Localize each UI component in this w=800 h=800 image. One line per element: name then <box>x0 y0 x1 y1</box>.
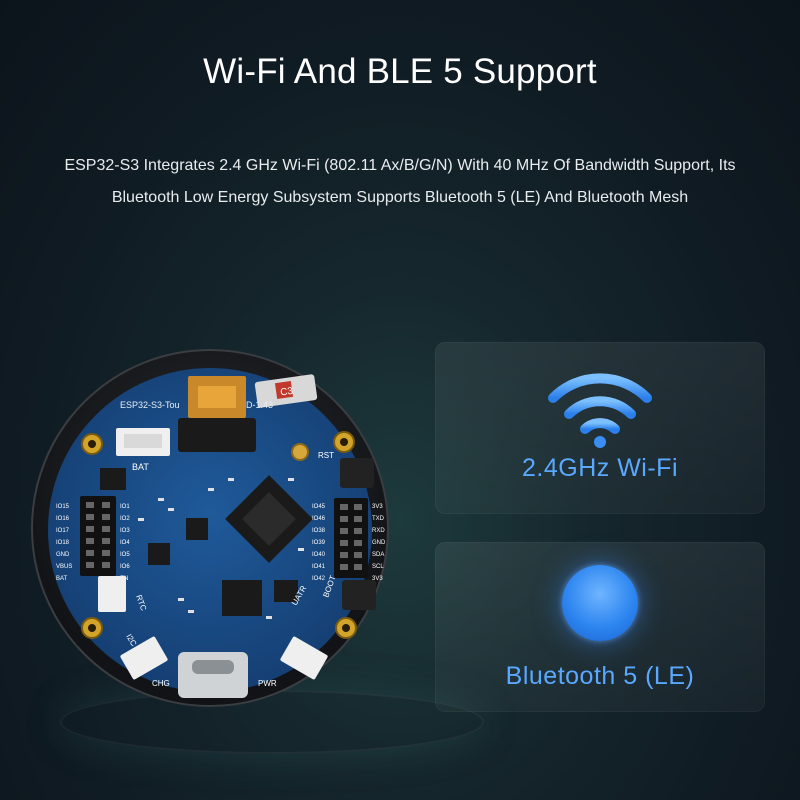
ic-chip <box>186 518 208 540</box>
uart-connector <box>280 636 328 680</box>
right-pin-label: IO39 <box>312 540 326 546</box>
ic-chip <box>100 468 126 490</box>
board-name-suffix: D-1.43 <box>246 400 273 410</box>
right-pin-label: IO42 <box>312 576 326 582</box>
description-line-1: ESP32-S3 Integrates 2.4 GHz Wi-Fi (802.1… <box>64 157 736 174</box>
left-pin-label: IO3 <box>120 528 130 534</box>
wifi-icon <box>548 373 652 448</box>
page-description: ESP32-S3 Integrates 2.4 GHz Wi-Fi (802.1… <box>40 150 760 214</box>
left-pin-label: IO15 <box>56 504 70 510</box>
bluetooth-label: Bluetooth 5 (LE) <box>505 662 695 690</box>
ic-chip <box>148 543 170 565</box>
rst-label: RST <box>318 451 334 460</box>
right-pin-label: IO46 <box>312 516 326 522</box>
bluetooth-orb-icon <box>562 565 638 641</box>
antenna-connector <box>291 443 309 461</box>
right-pin-label: IO41 <box>312 564 326 570</box>
wifi-feature-card: 2.4GHz Wi-Fi <box>435 342 765 514</box>
right-pin-label: IO45 <box>312 504 326 510</box>
right-pin-label: IO38 <box>312 528 326 534</box>
left-pin-label: IO6 <box>120 564 130 570</box>
right-pin-header <box>334 498 368 578</box>
right-pin-label: 3V3 <box>372 504 383 510</box>
right-pin-label: 3V3 <box>372 576 383 582</box>
left-pin-header <box>80 496 116 576</box>
left-pin-label: IO18 <box>56 540 70 546</box>
left-pin-label: IO2 <box>120 516 130 522</box>
right-pin-label: GND <box>372 540 386 546</box>
left-pin-label: VBUS <box>56 564 72 570</box>
wifi-label: 2.4GHz Wi-Fi <box>522 454 678 482</box>
page-title: Wi-Fi And BLE 5 Support <box>203 52 597 91</box>
right-pin-label: SCL <box>372 564 384 570</box>
ic-chip <box>222 580 262 616</box>
right-pin-label: IO40 <box>312 552 326 558</box>
left-pin-label: IO17 <box>56 528 70 534</box>
ic-chip <box>274 580 298 602</box>
usb-c-port <box>178 652 248 698</box>
esp32-board-illustration: C3 ESP32-S3-Tou D-1.43 BAT RST IO15 IO16… <box>31 349 389 707</box>
right-pin-label: RXD <box>372 528 385 534</box>
left-pin-label: IO4 <box>120 540 130 546</box>
right-pin-label: SDA <box>372 552 384 558</box>
sd-label: C3 <box>280 386 295 399</box>
left-pin-label: BAT <box>56 576 68 582</box>
left-pin-label: IO1 <box>120 504 130 510</box>
boot-button <box>342 580 376 610</box>
i2c-connector <box>120 636 168 680</box>
chg-label: CHG <box>152 679 170 688</box>
bat-label: BAT <box>132 462 149 472</box>
bluetooth-feature-card: Bluetooth 5 (LE) <box>435 542 765 712</box>
pwr-label: PWR <box>258 679 277 688</box>
right-pin-label: TXD <box>372 516 385 522</box>
left-pin-label: IO16 <box>56 516 70 522</box>
left-pin-label: GND <box>56 552 70 558</box>
board-name: ESP32-S3-Tou <box>120 400 180 410</box>
description-line-2: Bluetooth Low Energy Subsystem Supports … <box>111 189 689 206</box>
left-pin-label: IO5 <box>120 552 130 558</box>
rtc-connector <box>98 576 126 612</box>
